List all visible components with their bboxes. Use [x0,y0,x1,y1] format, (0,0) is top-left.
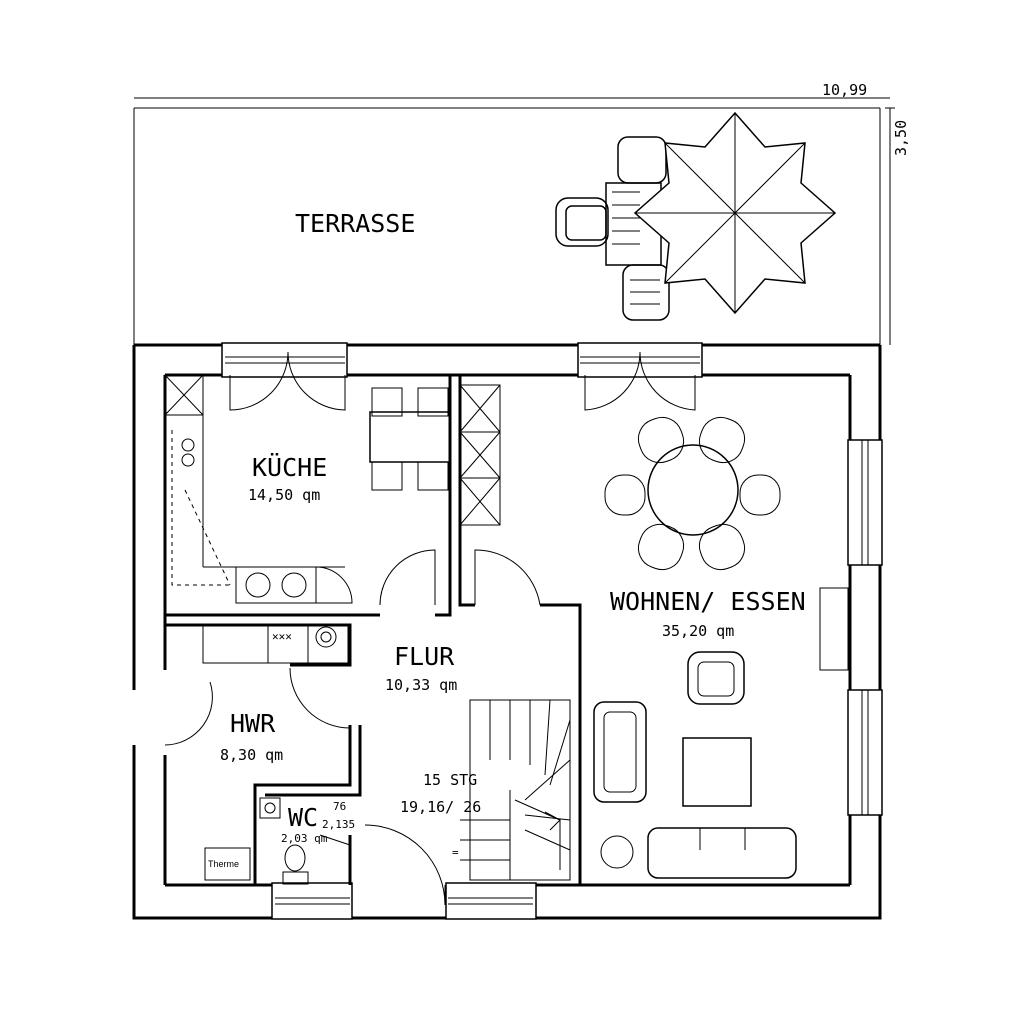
room-label-hall: FLUR [394,642,455,671]
terrace-furniture [555,111,837,321]
utility-fixtures: ✕✕✕ [202,624,349,664]
kitchen-fixtures [164,374,451,604]
dimension-height: 3,50 [892,120,910,156]
room-area-hall: 10,33 qm [385,676,457,694]
wc-dimension-a: 76 [333,800,346,813]
living-furniture [593,587,849,879]
staircase-icon: = [452,699,571,881]
exterior-walls [132,342,883,920]
dimension-width: 10,99 [822,81,867,99]
wc-fixtures [259,797,351,885]
room-label-living: WOHNEN/ ESSEN [610,587,806,616]
wall-cabinets-icon [459,384,501,526]
boiler-label: Therme [208,859,239,869]
stairs-ratio: 19,16/ 26 [400,798,481,816]
svg-text:✕✕✕: ✕✕✕ [272,630,292,643]
wc-dimension-b: 2,135 [322,818,355,831]
room-area-living: 35,20 qm [662,622,734,640]
round-table-icon [604,416,781,571]
room-label-wc: WC [288,803,318,832]
room-label-kitchen: KÜCHE [252,453,327,482]
dimension-lines: 10,99 3,50 [134,81,910,345]
door-swings [164,351,696,906]
room-area-wc: 2,03 qm [281,832,328,845]
dining-table-icon [369,387,451,491]
terrace-outline [133,107,881,345]
svg-text:=: = [452,846,459,859]
room-label-terrace: TERRASSE [295,209,415,238]
parasol-icon [633,111,837,315]
room-area-utility: 8,30 qm [220,746,283,764]
room-area-kitchen: 14,50 qm [248,486,320,504]
boiler-fixture: Therme [204,847,251,881]
stairs-steps: 15 STG [423,771,477,789]
room-label-utility: HWR [230,709,276,738]
interior-walls [165,375,582,885]
